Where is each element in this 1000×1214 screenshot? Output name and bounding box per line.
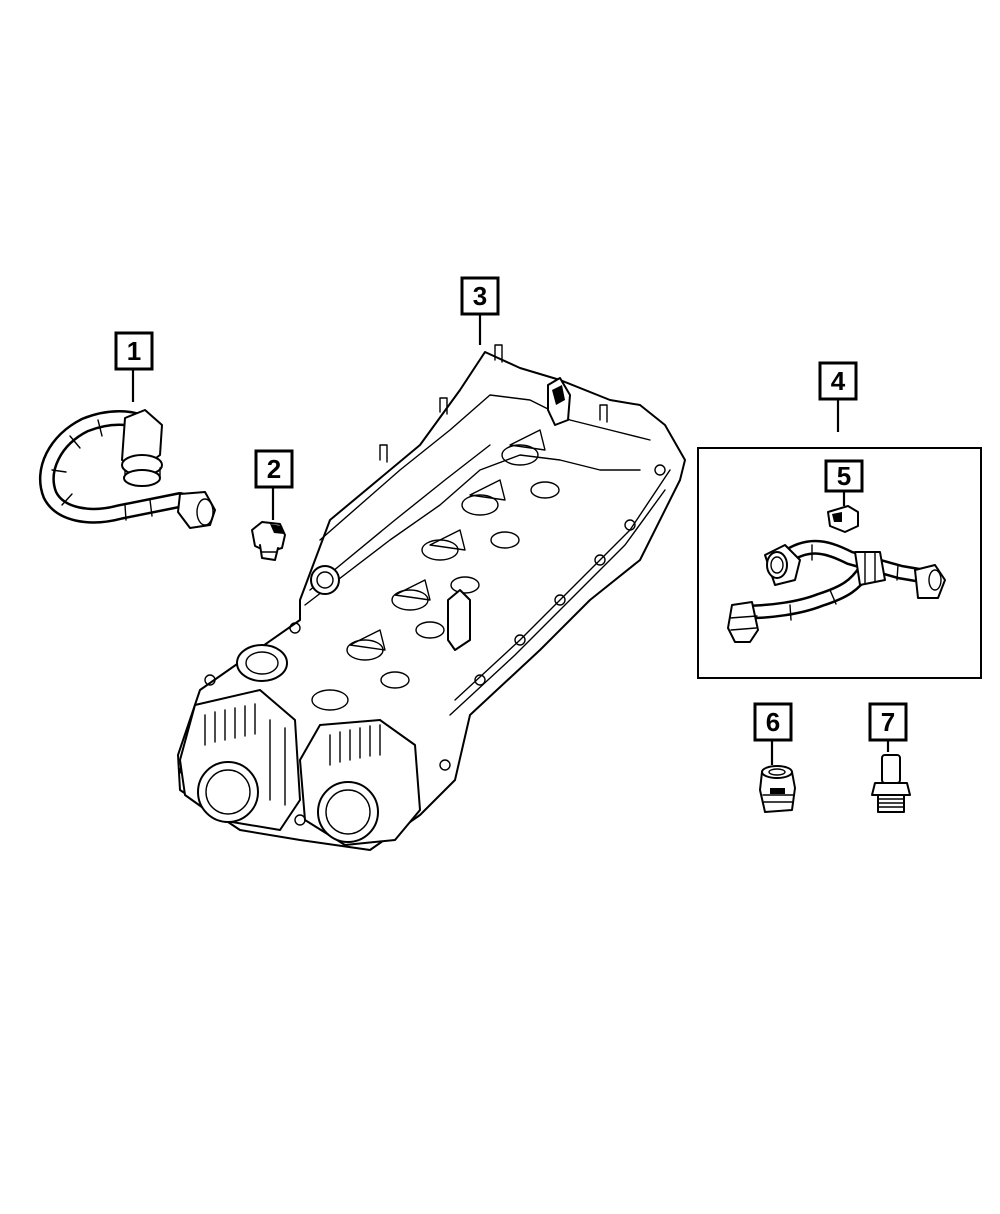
valve-cover-illustration: [177, 344, 686, 851]
callout-5: 5: [824, 459, 864, 493]
callout-1-label: 1: [127, 336, 141, 366]
callout-2-label: 2: [267, 454, 281, 484]
callout-6: 6: [753, 702, 793, 742]
pcv-hose-illustration: [38, 409, 216, 529]
callout-7-label: 7: [881, 707, 895, 737]
callout-3-label: 3: [473, 281, 487, 311]
pcv-valve-illustration: [871, 754, 911, 813]
callout-4-label: 4: [831, 366, 846, 396]
callout-3: 3: [460, 276, 500, 316]
callout-2: 2: [254, 449, 294, 489]
leader-lines: [131, 314, 890, 765]
callout-7: 7: [868, 702, 908, 742]
plug-illustration: [251, 521, 286, 561]
hose-kit-illustration: [727, 505, 946, 643]
callout-5-label: 5: [837, 461, 851, 491]
kit-frame: [697, 447, 982, 679]
callout-1: 1: [114, 331, 154, 371]
fitting-illustration: [759, 765, 796, 813]
callout-6-label: 6: [766, 707, 780, 737]
callout-4: 4: [818, 361, 858, 401]
